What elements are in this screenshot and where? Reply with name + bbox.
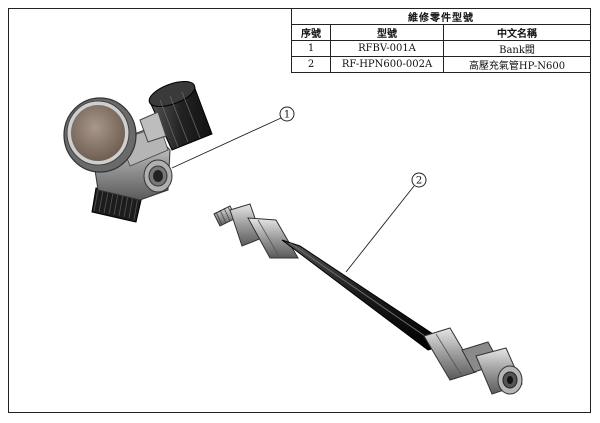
parts-table: 維修零件型號 序號 型號 中文名稱 1 RFBV-001A Bank閥 2 RF… <box>291 8 591 73</box>
valve-gauge <box>63 97 137 173</box>
bank-valve <box>63 81 213 223</box>
hose-right-fitting <box>423 327 523 395</box>
hose-left-fitting <box>213 203 299 259</box>
callout-1: 1 <box>171 106 295 169</box>
high-pressure-hose <box>213 203 523 395</box>
valve-handwheel <box>139 81 213 151</box>
callout-2-label: 2 <box>416 176 422 187</box>
row-name: 高壓充氣管HP-N600 <box>443 56 591 73</box>
callout-1-label: 1 <box>284 110 290 121</box>
valve-outlet-port <box>143 159 173 193</box>
callout-2: 2 <box>345 172 427 273</box>
table-row: 2 RF-HPN600-002A 高壓充氣管HP-N600 <box>291 56 591 73</box>
table-row: 1 RFBV-001A Bank閥 <box>291 40 591 57</box>
table-header-row: 序號 型號 中文名稱 <box>291 24 591 41</box>
